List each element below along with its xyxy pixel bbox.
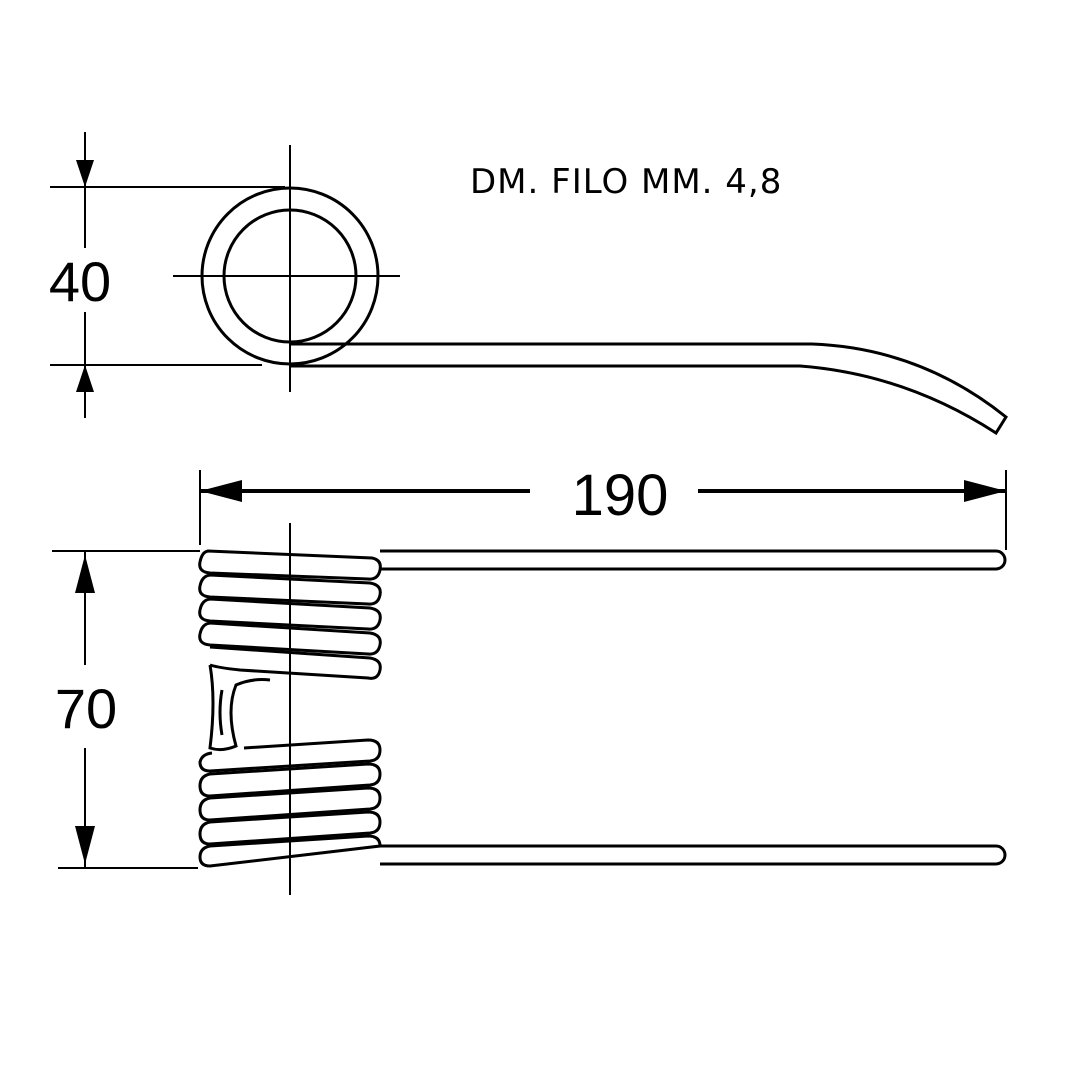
arrow-down [76,160,94,187]
coil-connecting-loop [208,664,271,752]
arrow-up [75,555,95,593]
coil-turn [209,645,382,680]
dimension-label-40: 40 [49,250,111,313]
coil-turn [198,621,382,656]
coil-lower [198,738,382,868]
arrow-down [75,826,95,864]
tine-lower [380,844,1007,866]
coil-turn [198,786,382,822]
dimension-190 [199,470,1007,550]
wire-diameter-note: DM. FILO MM. 4,8 [470,162,782,202]
coil-turn [198,834,382,868]
coil-turn [198,573,382,606]
dimension-70 [52,550,200,869]
coil-upper [198,549,382,680]
tine-upper [380,549,1007,571]
coil-turn [198,810,382,846]
dimension-40 [50,132,285,418]
coil-connecting-loop-inner [218,689,224,736]
coil-turn [198,549,382,581]
arrow-right [964,480,1006,502]
arrow-left [200,480,242,502]
coil-turn [198,597,382,631]
coil-turn [198,738,382,773]
dimension-label-70: 70 [55,677,117,740]
plan-view [198,523,1007,895]
dimension-label-190: 190 [572,463,669,528]
arrow-up [76,365,94,392]
coil-turn [198,762,382,798]
tine-arm-profile [290,342,1008,436]
side-view [173,145,1008,436]
